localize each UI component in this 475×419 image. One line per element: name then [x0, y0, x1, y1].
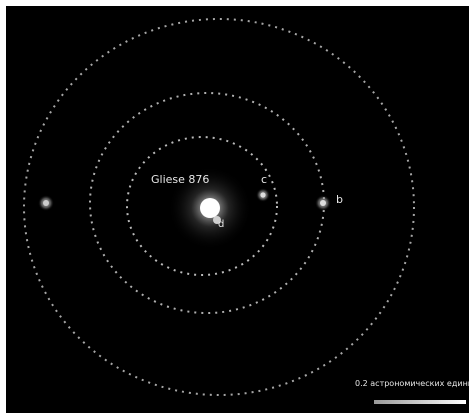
star — [200, 198, 220, 218]
planet-label-b: b — [336, 193, 343, 206]
orbit-outer — [23, 18, 415, 396]
planet-label-c: c — [261, 173, 267, 186]
star-label: Gliese 876 — [151, 173, 209, 186]
scale-bar-label: 0.2 астрономических единиц — [355, 379, 469, 388]
planet-d — [213, 216, 221, 224]
planet-label-d: d — [218, 219, 224, 230]
orbit-diagram-panel: Gliese 876 c b d 0.2 астрономических еди… — [6, 6, 469, 413]
scale-bar — [374, 400, 466, 404]
planet-b — [315, 195, 331, 211]
orbit-diagram: Gliese 876 c b d 0.2 астрономических еди… — [23, 18, 469, 404]
planet-left — [38, 195, 54, 211]
planet-c — [256, 188, 270, 202]
orbit-inner — [126, 136, 278, 276]
